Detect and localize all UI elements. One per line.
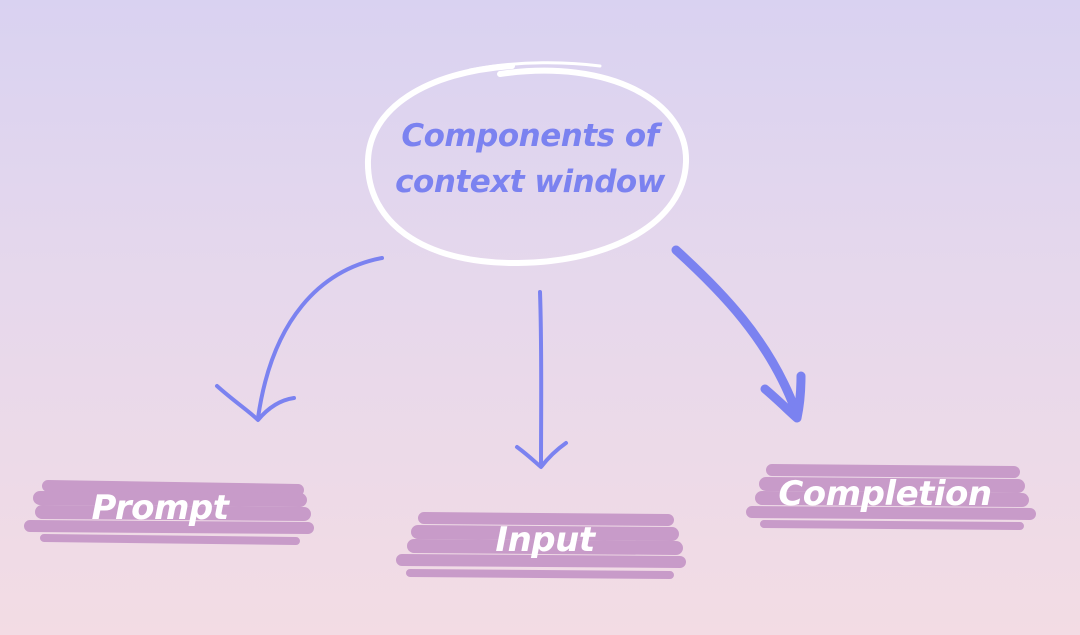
completion-highlight (746, 464, 1036, 530)
node-label-prompt: Prompt (91, 488, 229, 528)
title-line-2: context window (395, 164, 665, 200)
title-ellipse (364, 61, 690, 267)
input-highlight (396, 512, 686, 579)
arrow-to-input (515, 290, 568, 469)
diagram-title: Components of context window (380, 113, 680, 205)
arrow-to-completion (671, 245, 806, 423)
node-label-completion: Completion (778, 474, 992, 514)
node-label-input: Input (495, 520, 595, 560)
prompt-highlight (24, 480, 314, 545)
arrow-to-prompt (215, 256, 384, 422)
title-line-1: Components of (401, 118, 659, 154)
